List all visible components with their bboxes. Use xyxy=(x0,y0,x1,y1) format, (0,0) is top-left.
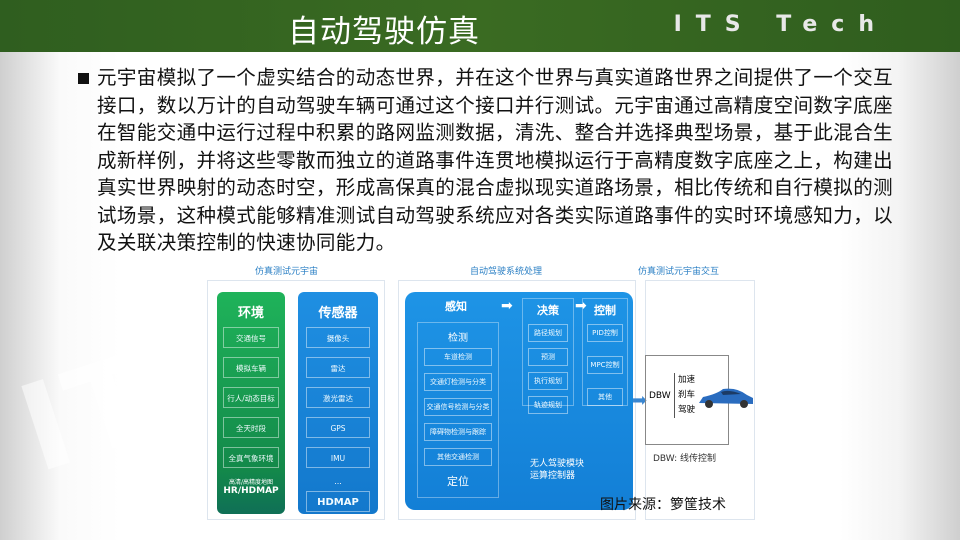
sensor-item: 摄像头 xyxy=(306,327,370,348)
body-paragraph: 元宇宙模拟了一个虚实结合的动态世界，并在这个世界与真实道路世界之间提供了一个交互… xyxy=(97,66,894,254)
decision-item: 预测 xyxy=(528,348,568,366)
map-en: HR/HDMAP xyxy=(223,486,279,496)
panel-processing xyxy=(398,280,636,520)
perception-item: 交通信号检测与分类 xyxy=(424,398,492,416)
dbw-caption: DBW: 线传控制 xyxy=(653,454,717,464)
env-item: 全真气象环境 xyxy=(223,447,279,468)
environment-column: 环境 交通信号 模拟车辆 行人/动态目标 全天时段 全真气象环境 高清/高精度地… xyxy=(217,292,285,514)
controller-label: 无人驾驶模块 运算控制器 xyxy=(530,458,584,482)
env-item: 行人/动态目标 xyxy=(223,387,279,408)
controller-line: 无人驾驶模块 xyxy=(530,459,585,469)
car-icon xyxy=(699,388,753,408)
title-bar: 自动驾驶仿真 ITS Tech xyxy=(0,0,960,52)
diagram: 仿真测试元宇宙 自动驾驶系统处理 仿真测试元宇宙交互 环境 交通信号 模拟车辆 … xyxy=(205,262,760,524)
sensor-column: 传感器 摄像头 雷达 激光雷达 GPS IMU ... HDMAP xyxy=(298,292,378,514)
sensor-item: 雷达 xyxy=(306,357,370,378)
processing-block: 感知 检测 车道检测 交通灯检测与分类 交通信号检测与分类 障碍物检测与跟踪 其… xyxy=(405,292,633,510)
image-source: 图片来源：箩筐技术 xyxy=(600,497,726,513)
dbw-label: DBW xyxy=(649,391,671,401)
arrow-right-icon: ➡ xyxy=(575,298,587,314)
control-title: 控制 xyxy=(594,304,616,317)
dbw-action: 刹车 xyxy=(678,390,696,400)
header-logo: ITS Tech xyxy=(673,12,888,37)
control-item: MPC控制 xyxy=(587,356,623,374)
env-item: 交通信号 xyxy=(223,327,279,348)
map-cn: 高清/高精度地图 xyxy=(228,479,274,486)
detection-title: 检测 xyxy=(448,333,468,344)
dbw-action: 加速 xyxy=(678,375,696,385)
section-title-interaction: 仿真测试元宇宙交互 xyxy=(638,267,720,277)
decision-item: 执行规划 xyxy=(528,372,568,390)
perception-item: 交通灯检测与分类 xyxy=(424,373,492,391)
decision-box: 决策 路径规划 预测 执行规划 轨迹规划 xyxy=(522,298,574,414)
env-item: 模拟车辆 xyxy=(223,357,279,378)
panel-metaverse xyxy=(207,280,385,520)
arrow-right-icon: ➡ xyxy=(632,390,648,411)
sensor-hdmap: HDMAP xyxy=(306,491,370,512)
control-item: PID控制 xyxy=(587,324,623,342)
env-item: 全天时段 xyxy=(223,417,279,438)
section-title-metaverse: 仿真测试元宇宙 xyxy=(255,267,319,277)
sensor-item: IMU xyxy=(306,447,370,468)
control-item: 其他 xyxy=(587,388,623,406)
sensor-item: GPS xyxy=(306,417,370,438)
sensor-title: 传感器 xyxy=(318,306,358,321)
sensor-item: 激光雷达 xyxy=(306,387,370,408)
decision-item: 轨迹规划 xyxy=(528,396,568,414)
controller-line: 运算控制器 xyxy=(530,471,576,481)
slide-title: 自动驾驶仿真 xyxy=(288,14,480,50)
decision-item: 路径规划 xyxy=(528,324,568,342)
dbw-actions: 加速 刹车 驾驶 xyxy=(674,373,695,418)
perception-item: 障碍物检测与跟踪 xyxy=(424,423,492,441)
sensor-item: ... xyxy=(334,477,342,486)
perception-item: 其他交通检测 xyxy=(424,448,492,466)
decision-title: 决策 xyxy=(537,304,559,317)
perception-item: 车道检测 xyxy=(424,348,492,366)
bullet-icon xyxy=(78,73,89,84)
section-title-processing: 自动驾驶系统处理 xyxy=(470,267,543,277)
dbw-action: 驾驶 xyxy=(678,405,696,415)
perception-box: 检测 车道检测 交通灯检测与分类 交通信号检测与分类 障碍物检测与跟踪 其他交通… xyxy=(417,322,499,498)
control-box: 控制 PID控制 MPC控制 其他 xyxy=(582,298,628,406)
localization: 定位 xyxy=(447,475,469,488)
arrow-right-icon: ➡ xyxy=(501,298,513,314)
env-title: 环境 xyxy=(237,306,264,321)
perception-title: 感知 xyxy=(445,300,467,313)
